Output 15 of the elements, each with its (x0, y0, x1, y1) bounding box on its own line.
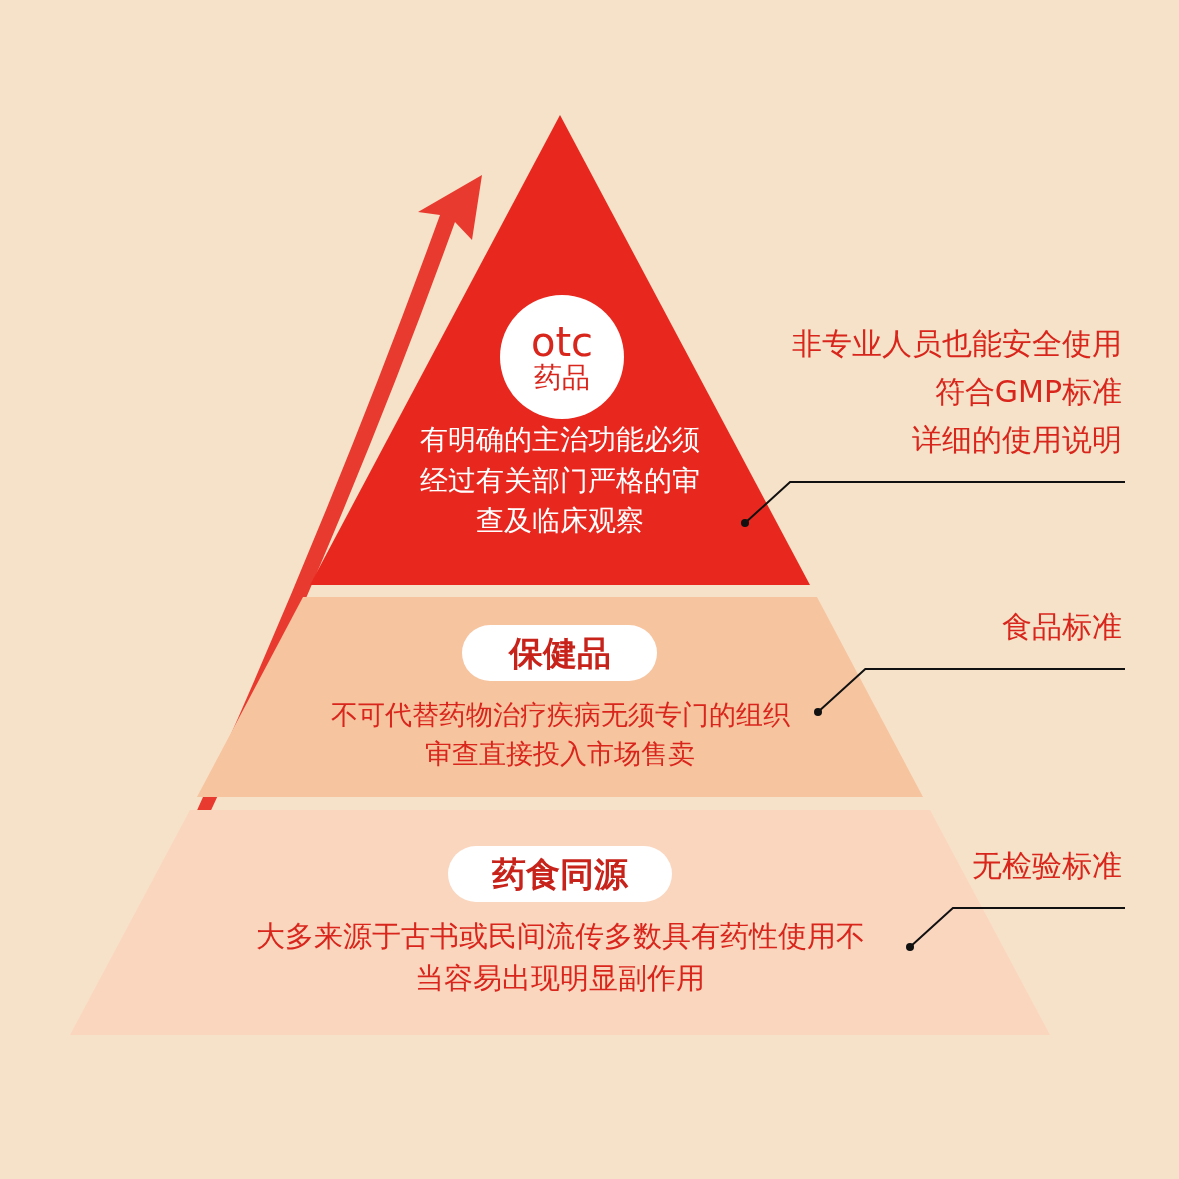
annotation-text: 符合GMP标准 (933, 373, 1122, 411)
leader-line (906, 907, 1126, 951)
tier-title: 药食同源 (448, 846, 672, 902)
tier-description: 有明确的主治功能必须经过有关部门严格的审查及临床观察 (419, 422, 701, 540)
tier-description: 不可代替药物治疗疾病无须专门的组织审查直接投入市场售卖 (329, 698, 791, 772)
tier-description: 大多来源于古书或民间流传多数具有药性使用不当容易出现明显副作用 (254, 918, 866, 998)
badge-text: 药品 (533, 363, 591, 393)
annotation-text: 非专业人员也能安全使用 (792, 325, 1122, 363)
annotation-text: 无检验标准 (972, 842, 1122, 890)
leader-line (741, 481, 1126, 527)
leader-line (814, 668, 1126, 716)
annotation-text: 详细的使用说明 (911, 421, 1122, 459)
annotation-text: 食品标准 (1002, 603, 1122, 651)
tier-title: 保健品 (462, 625, 657, 681)
badge-text: otc (529, 321, 595, 364)
